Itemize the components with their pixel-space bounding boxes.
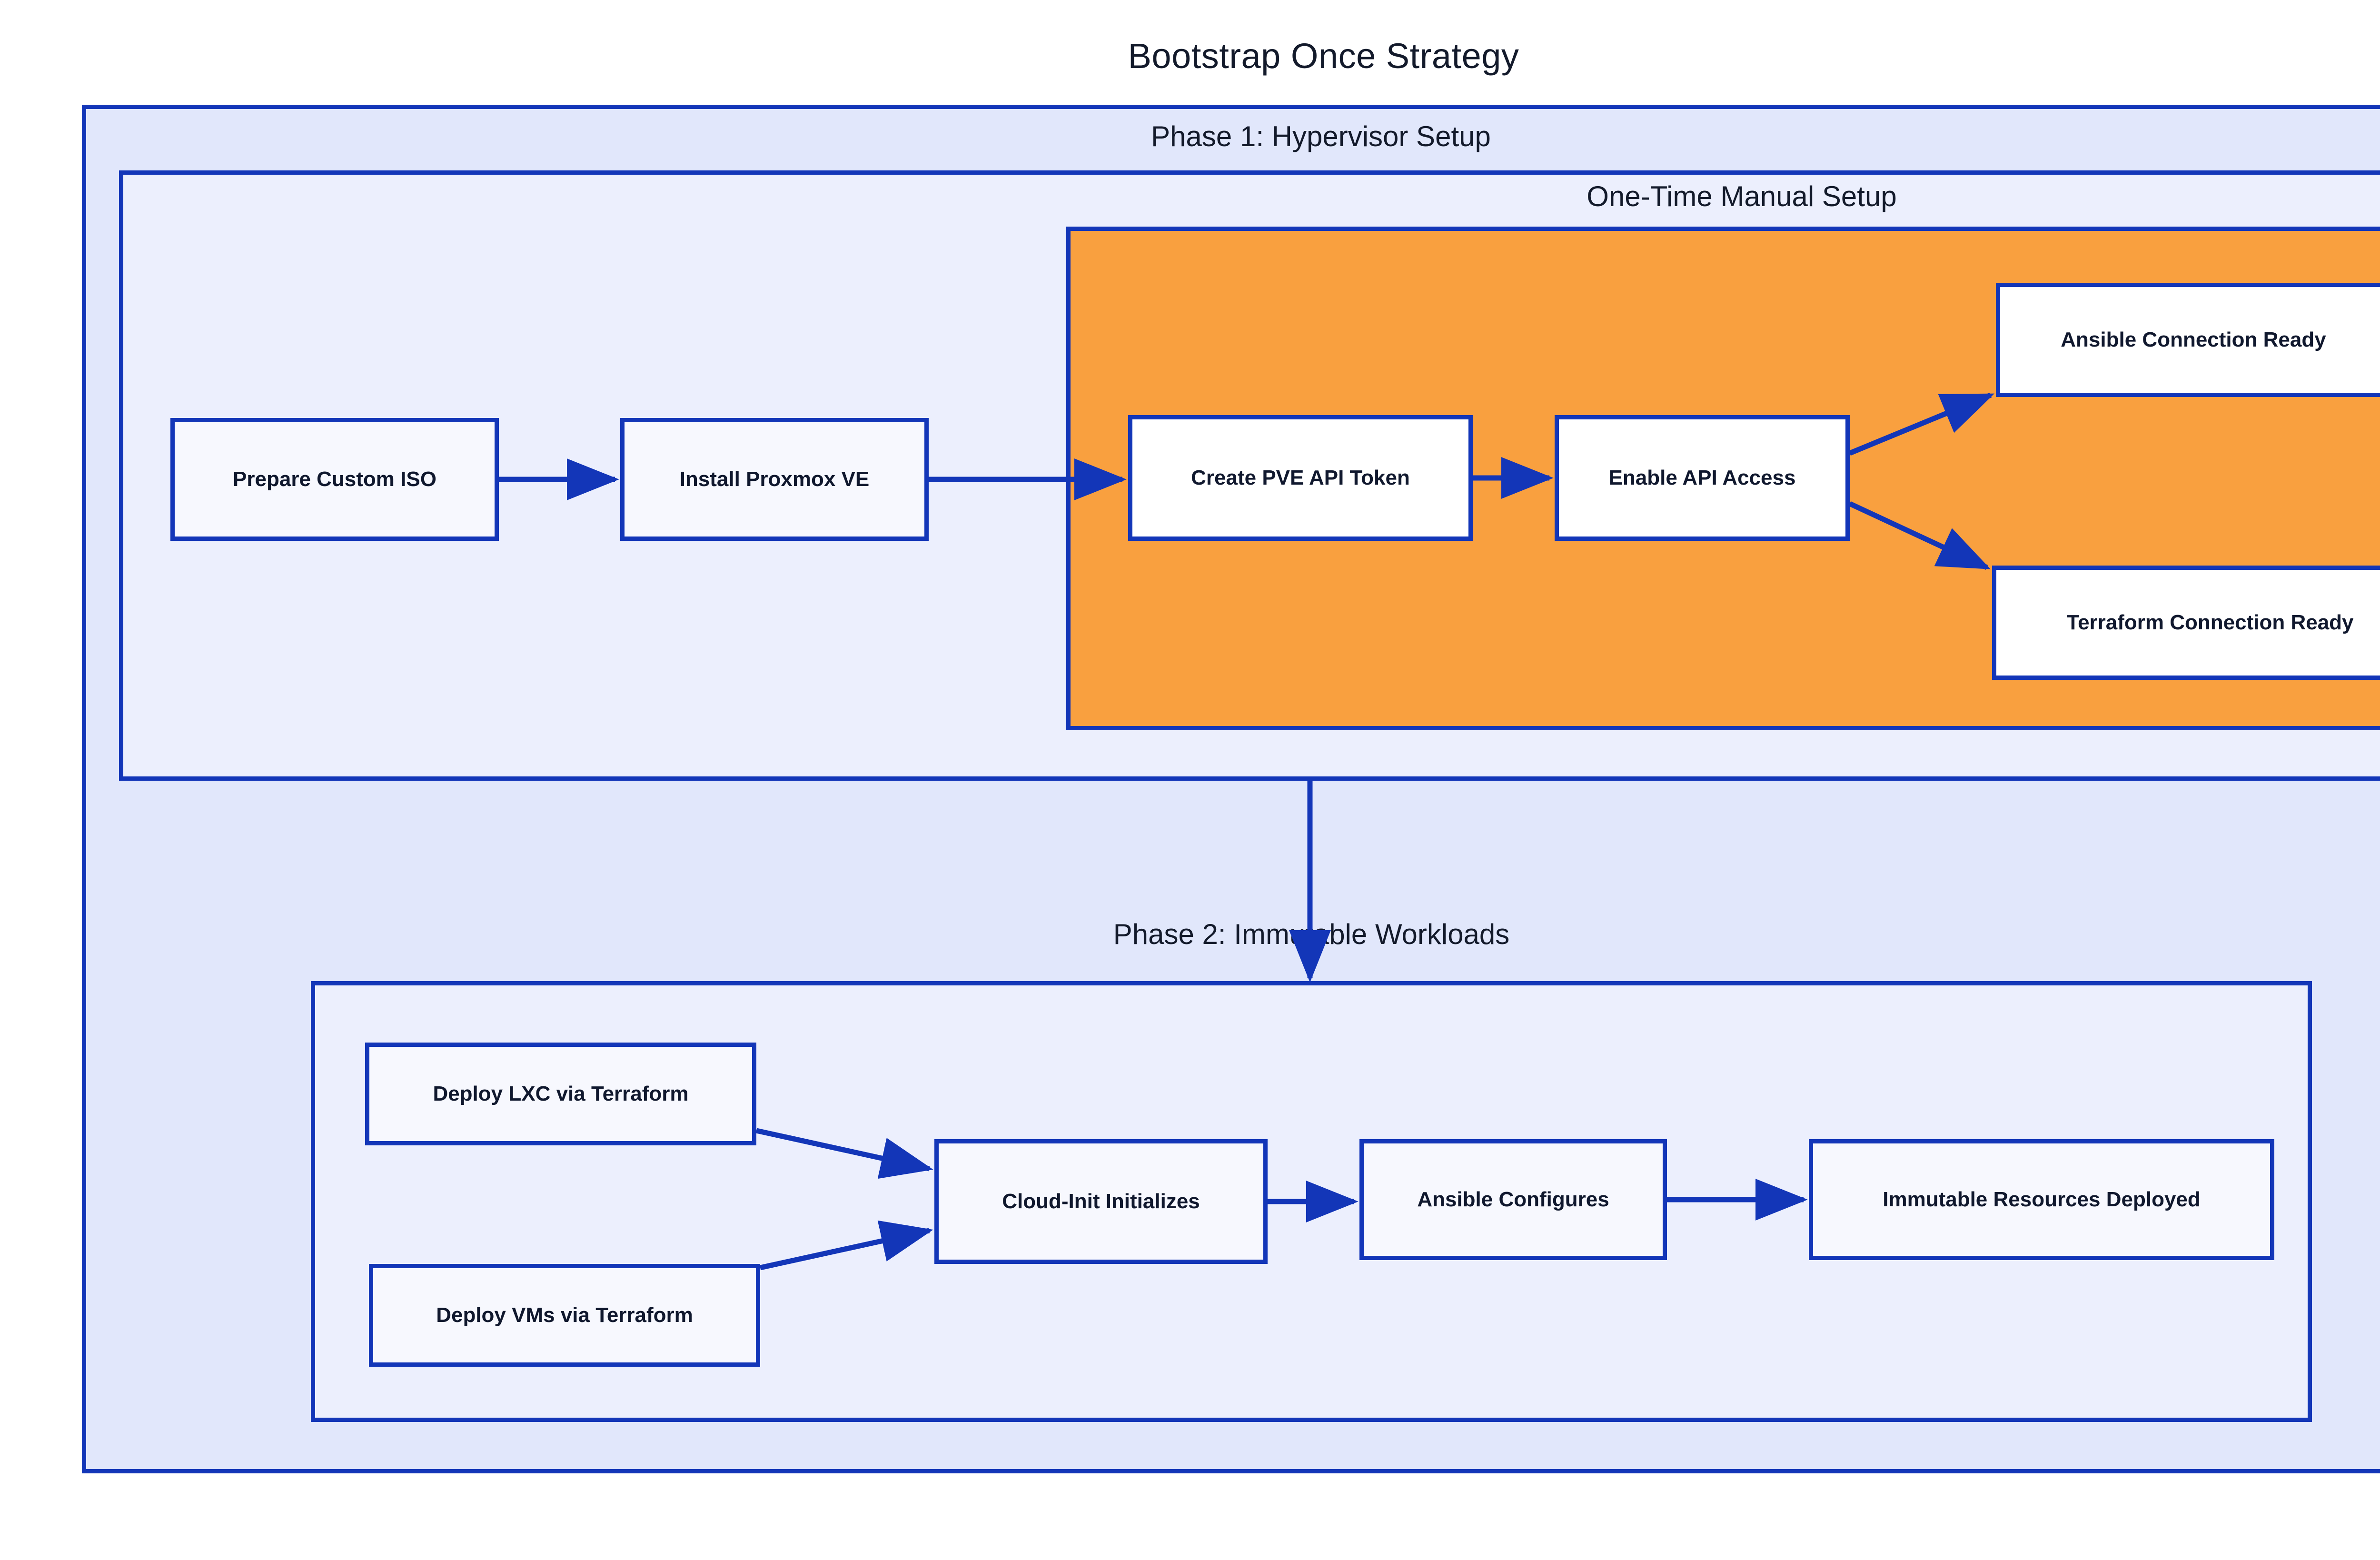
node-deploy-vms-via-terraform[interactable]: Deploy VMs via Terraform — [369, 1264, 760, 1367]
node-label: Install Proxmox VE — [679, 467, 870, 491]
cluster-label-phase-1: Phase 1: Hypervisor Setup — [1151, 120, 1491, 152]
cluster-label-one-time-manual-setup: One-Time Manual Setup — [1587, 180, 1897, 212]
node-deploy-lxc-via-terraform[interactable]: Deploy LXC via Terraform — [365, 1043, 756, 1145]
node-label: Prepare Custom ISO — [233, 467, 436, 491]
page-title: Bootstrap Once Strategy — [1128, 36, 1519, 76]
node-create-pve-api-token[interactable]: Create PVE API Token — [1128, 415, 1473, 541]
node-label: Deploy LXC via Terraform — [433, 1082, 689, 1105]
node-ansible-connection-ready[interactable]: Ansible Connection Ready — [1996, 283, 2380, 397]
node-label: Ansible Configures — [1417, 1187, 1609, 1211]
cluster-label-phase-2: Phase 2: Immutable Workloads — [1113, 918, 1510, 950]
node-enable-api-access[interactable]: Enable API Access — [1555, 415, 1850, 541]
node-label: Ansible Connection Ready — [2061, 328, 2326, 351]
node-immutable-resources-deployed[interactable]: Immutable Resources Deployed — [1809, 1139, 2274, 1260]
node-label: Immutable Resources Deployed — [1883, 1187, 2201, 1211]
node-prepare-custom-iso[interactable]: Prepare Custom ISO — [170, 418, 499, 541]
node-ansible-configures[interactable]: Ansible Configures — [1359, 1139, 1667, 1260]
node-terraform-connection-ready[interactable]: Terraform Connection Ready — [1992, 566, 2380, 680]
node-install-proxmox-ve[interactable]: Install Proxmox VE — [620, 418, 929, 541]
node-label: Cloud-Init Initializes — [1002, 1189, 1200, 1213]
node-label: Terraform Connection Ready — [2066, 610, 2354, 634]
node-cloud-init-initializes[interactable]: Cloud-Init Initializes — [934, 1139, 1268, 1264]
node-label: Enable API Access — [1608, 466, 1796, 489]
node-label: Create PVE API Token — [1191, 466, 1410, 489]
node-label: Deploy VMs via Terraform — [436, 1303, 693, 1327]
